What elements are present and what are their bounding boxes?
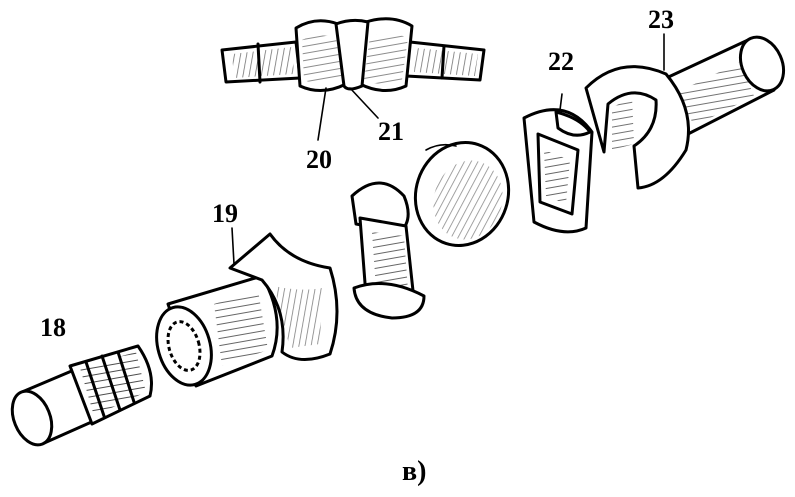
- assembled-joint-top-view: [220, 17, 486, 141]
- part-23-yoke-shaft: [584, 33, 786, 190]
- label-21: 21: [378, 117, 404, 146]
- figure-caption: в): [402, 456, 426, 487]
- label-18: 18: [40, 313, 66, 342]
- label-23: 23: [648, 5, 674, 34]
- part-21-disc: [413, 141, 511, 247]
- label-20: 20: [306, 145, 332, 174]
- part-20-half-bush: [350, 181, 426, 320]
- part-22-cage-block: [522, 93, 594, 234]
- label-19: 19: [212, 199, 238, 228]
- part-18-splined-shaft: [10, 344, 153, 447]
- part-19-splined-yoke: [155, 227, 339, 388]
- label-22: 22: [548, 47, 574, 76]
